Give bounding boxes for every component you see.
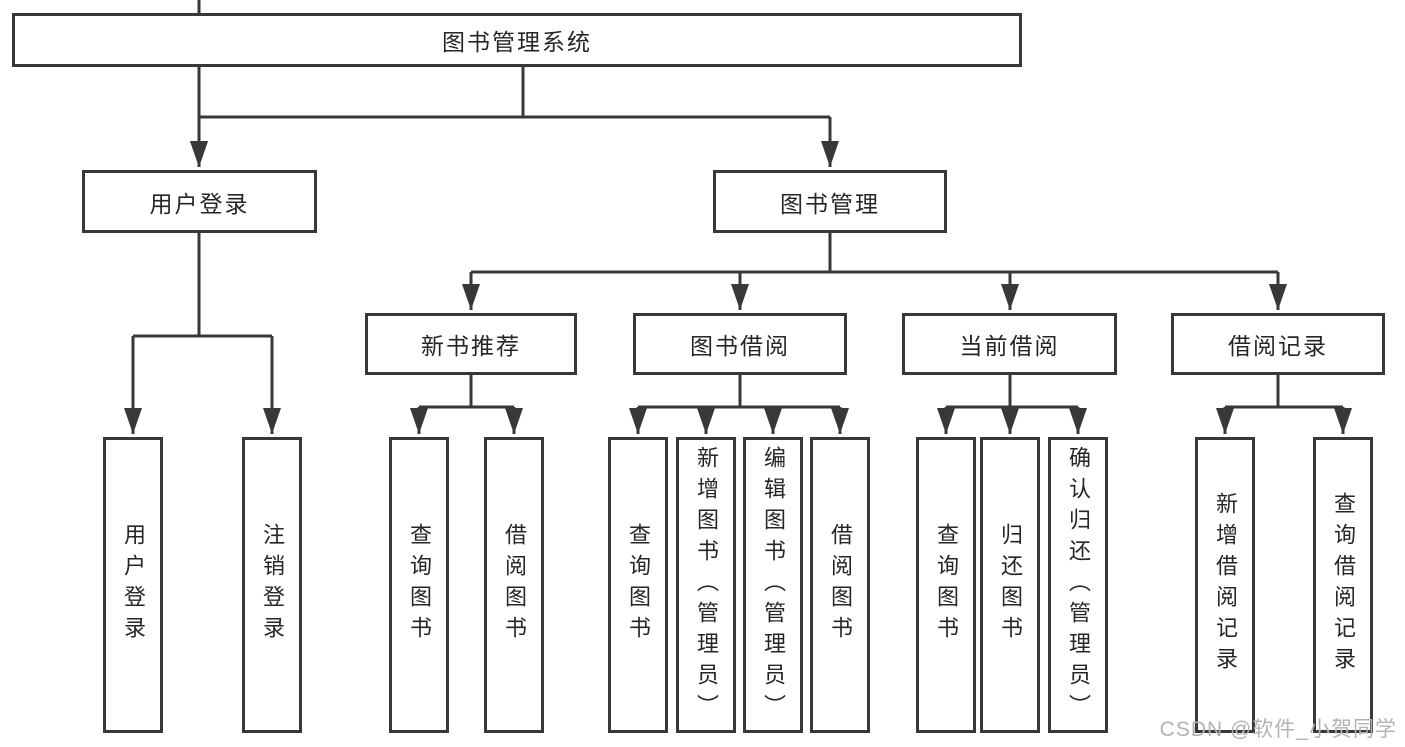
connector-book-management-children	[462, 233, 1287, 310]
leaf-borrow-borrow-books-label: 借阅图书	[828, 523, 853, 647]
leaf-records-query-record-label: 查询借阅记录	[1331, 492, 1356, 678]
leaf-newrec-borrow-books: 借阅图书	[484, 437, 544, 733]
leaf-current-return-books: 归还图书	[980, 437, 1040, 733]
leaf-current-return-books-label: 归还图书	[998, 523, 1023, 647]
node-root: 图书管理系统	[12, 13, 1022, 67]
node-user-login: 用户登录	[82, 170, 317, 233]
connector-user-login-children	[124, 233, 281, 434]
node-user-login-label: 用户登录	[149, 190, 250, 217]
leaf-borrow-borrow-books: 借阅图书	[810, 437, 870, 733]
leaf-borrow-edit-books-admin-label: 编辑图书（管理员）	[761, 445, 786, 725]
connector-book-borrow-children	[629, 375, 849, 434]
node-borrow-records-label: 借阅记录	[1228, 333, 1328, 359]
leaf-current-confirm-return-admin: 确认归还（管理员）	[1048, 437, 1108, 733]
leaf-user-login: 用户登录	[103, 437, 163, 733]
node-current-borrow-label: 当前借阅	[959, 333, 1060, 359]
node-book-borrow: 图书借阅	[633, 313, 847, 375]
node-current-borrow: 当前借阅	[902, 313, 1117, 375]
leaf-borrow-edit-books-admin: 编辑图书（管理员）	[743, 437, 803, 733]
connector-root-to-level1	[190, 0, 839, 167]
leaf-records-add-record-label: 新增借阅记录	[1213, 492, 1238, 678]
leaf-borrow-add-books-admin: 新增图书（管理员）	[676, 437, 736, 733]
leaf-records-query-record: 查询借阅记录	[1313, 437, 1373, 733]
node-root-label: 图书管理系统	[442, 29, 592, 55]
connector-current-borrow-children	[937, 375, 1087, 434]
leaf-current-query-books: 查询图书	[916, 437, 976, 733]
node-book-management-label: 图书管理	[780, 190, 880, 217]
node-new-book-rec: 新书推荐	[365, 313, 577, 375]
leaf-newrec-borrow-books-label: 借阅图书	[502, 523, 527, 647]
connector-new-book-rec-children	[410, 375, 523, 434]
leaf-logout: 注销登录	[242, 437, 302, 733]
leaf-current-query-books-label: 查询图书	[934, 523, 959, 647]
leaf-records-add-record: 新增借阅记录	[1195, 437, 1255, 733]
node-book-borrow-label: 图书借阅	[690, 333, 790, 359]
leaf-borrow-add-books-admin-label: 新增图书（管理员）	[694, 445, 719, 725]
leaf-logout-label: 注销登录	[260, 523, 285, 647]
leaf-borrow-query-books-label: 查询图书	[626, 523, 651, 647]
leaf-borrow-query-books: 查询图书	[608, 437, 668, 733]
csdn-watermark: CSDN @软件_小贺同学	[1159, 718, 1397, 741]
leaf-user-login-label: 用户登录	[121, 523, 146, 647]
connector-borrow-records-children	[1216, 375, 1352, 434]
leaf-newrec-query-books-label: 查询图书	[407, 523, 432, 647]
leaf-current-confirm-return-admin-label: 确认归还（管理员）	[1066, 445, 1091, 725]
node-borrow-records: 借阅记录	[1171, 313, 1385, 375]
node-book-management: 图书管理	[713, 170, 947, 233]
leaf-newrec-query-books: 查询图书	[389, 437, 449, 733]
node-new-book-rec-label: 新书推荐	[421, 333, 521, 359]
